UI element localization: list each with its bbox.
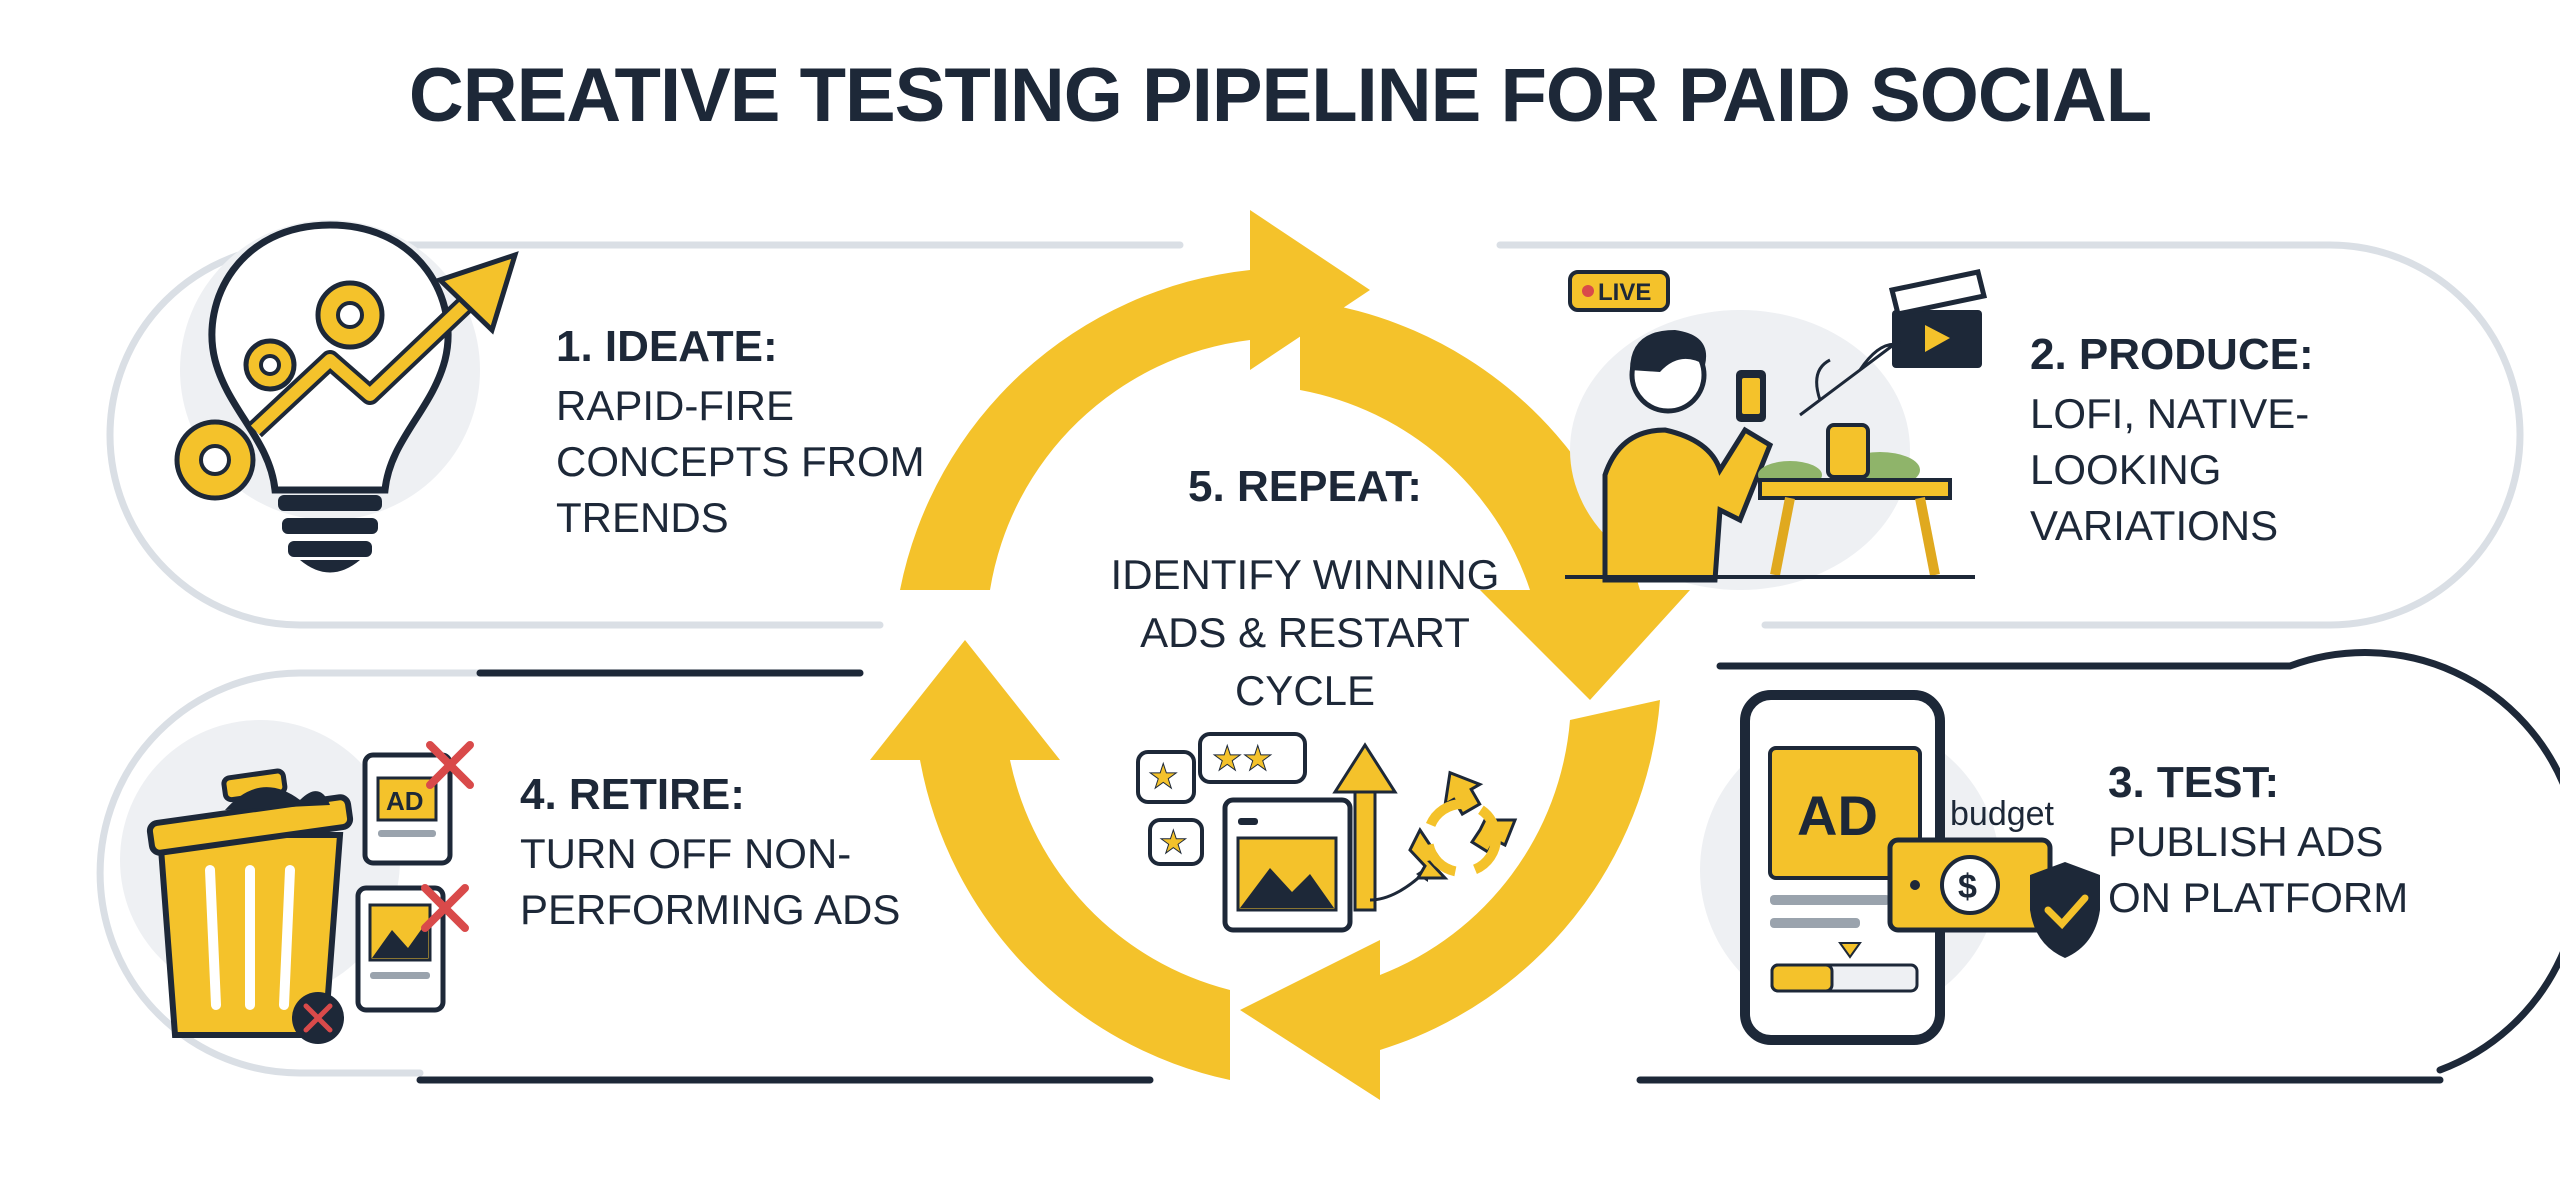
arrow-up-icon (1332, 742, 1428, 912)
step-repeat-title: 5. REPEAT: (1188, 462, 1422, 511)
svg-text:★: ★ (1148, 758, 1178, 796)
step-ideate-desc: RAPID-FIRE CONCEPTS FROM TRENDS (556, 382, 925, 541)
step-retire-desc: TURN OFF NON-PERFORMING ADS (520, 830, 901, 933)
svg-text:$: $ (1958, 868, 1977, 906)
step-repeat: 5. REPEAT: IDENTIFY WINNING ADS & RESTAR… (1080, 462, 1530, 720)
budget-label: budget (1950, 795, 2055, 833)
card-test (1636, 649, 2560, 1084)
step-repeat-desc: IDENTIFY WINNING ADS & RESTART CYCLE (1110, 551, 1500, 714)
live-badge: LIVE (1598, 279, 1651, 306)
shield-check-icon (2030, 862, 2100, 958)
cycle-arrows (870, 210, 1690, 1100)
winning-ads-icon: ★★ ★ ★ (1136, 732, 1518, 933)
step-test: 3. TEST: PUBLISH ADS ON PLATFORM (2108, 758, 2428, 926)
image-ad-icon (1222, 797, 1353, 933)
page-title: CREATIVE TESTING PIPELINE FOR PAID SOCIA… (408, 53, 2152, 138)
recycle-icon (1408, 770, 1518, 880)
step-test-title: 3. TEST: (2108, 758, 2280, 807)
step-produce-desc: LOFI, NATIVE-LOOKING VARIATIONS (2030, 390, 2310, 549)
step-ideate: 1. IDEATE: RAPID-FIRE CONCEPTS FROM TREN… (556, 322, 936, 546)
clapperboard-icon (1888, 269, 1988, 368)
card-produce (1496, 241, 2524, 629)
step-test-desc: PUBLISH ADS ON PLATFORM (2108, 818, 2409, 921)
phone-ad-icon: AD budget $ (1700, 690, 2100, 1045)
ad-phone-label: AD (1797, 784, 1878, 847)
card-ideate (106, 241, 1184, 629)
ad-thumb-label: AD (386, 786, 424, 816)
trash-can-icon (120, 720, 400, 1044)
step-retire-title: 4. RETIRE: (520, 770, 745, 819)
step-produce-title: 2. PRODUCE: (2030, 330, 2314, 379)
step-retire: 4. RETIRE: TURN OFF NON-PERFORMING ADS (520, 770, 940, 938)
lightbulb-icon (174, 220, 519, 573)
card-retire (96, 669, 1154, 1084)
rejected-image-ad-icon (355, 884, 469, 1013)
rejected-ad-icon: AD (362, 741, 474, 866)
star-rating-icon: ★★ ★ ★ (1136, 732, 1307, 866)
step-produce: 2. PRODUCE: LOFI, NATIVE-LOOKING VARIATI… (2030, 330, 2360, 554)
svg-text:★: ★ (1159, 824, 1188, 860)
step-ideate-title: 1. IDEATE: (556, 322, 778, 371)
svg-text:★★: ★★ (1212, 740, 1273, 778)
person-filming-icon: LIVE (1565, 269, 1988, 590)
money-icon: $ (1887, 837, 2053, 933)
